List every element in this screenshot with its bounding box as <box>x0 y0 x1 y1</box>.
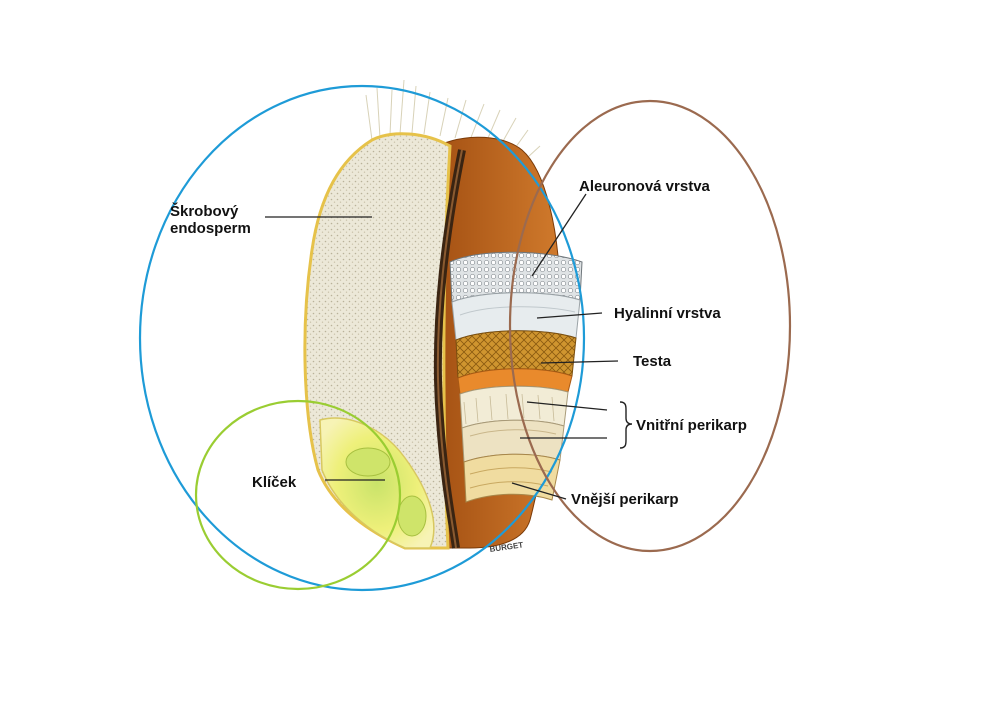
leader-lines <box>265 193 619 500</box>
leader-hyaline <box>536 312 603 319</box>
label-inner-pericarp: Vnitřní perikarp <box>636 417 747 434</box>
label-hyaline-layer: Hyalinní vrstva <box>614 305 721 322</box>
leader-inner-pericarp-1 <box>526 401 608 411</box>
bran-highlight-ellipse <box>508 99 792 553</box>
bran-layers <box>449 251 583 503</box>
label-starchy-endosperm-line1: Škrobový <box>170 202 239 220</box>
leader-aleurone <box>531 193 587 277</box>
label-outer-pericarp: Vnější perikarp <box>571 491 679 508</box>
label-aleurone-layer: Aleuronová vrstva <box>579 178 711 195</box>
seed-highlight-circle <box>138 84 586 592</box>
leader-outer-pericarp <box>511 482 567 500</box>
label-germ: Klíček <box>252 474 297 491</box>
leader-testa <box>540 360 619 364</box>
label-starchy-endosperm-line2: endosperm <box>170 220 251 237</box>
germ-highlight-circle <box>194 399 402 591</box>
inner-pericarp-brace <box>619 401 633 449</box>
germ-embryo-axis <box>397 495 427 537</box>
germ-scutellum <box>345 447 391 477</box>
label-testa: Testa <box>633 353 672 370</box>
